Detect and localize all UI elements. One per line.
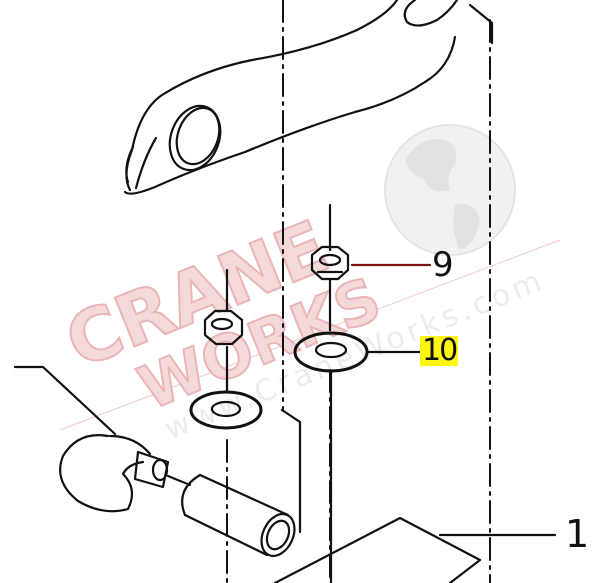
elbow-fitting <box>13 365 192 513</box>
callout-1: 1 <box>565 512 590 556</box>
globe-watermark-icon <box>384 124 516 256</box>
bracket-arm <box>123 0 494 195</box>
block-edge <box>280 408 302 534</box>
flat-washer-10 <box>293 331 369 583</box>
callout-10: 10 <box>420 333 458 368</box>
flat-washer-left <box>189 390 263 430</box>
pipe-coupling <box>181 473 296 558</box>
hex-nut-9 <box>310 203 350 332</box>
callout-9: 9 <box>432 245 454 285</box>
base-block-1 <box>273 516 557 583</box>
hex-nut-left <box>203 268 244 392</box>
